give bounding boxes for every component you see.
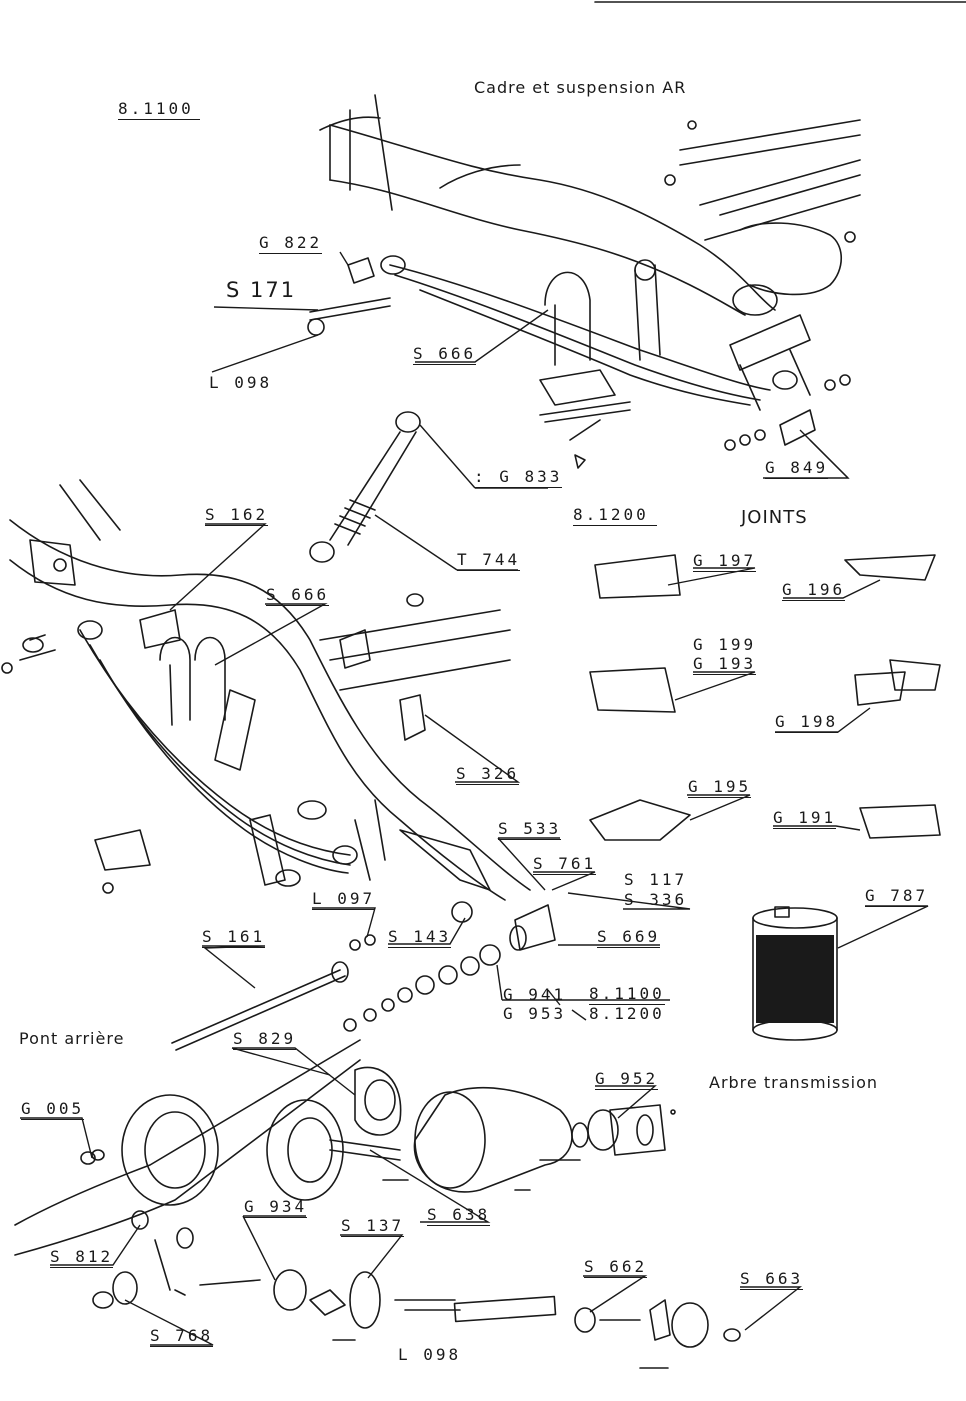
- label-g197: G 197: [693, 551, 757, 572]
- middle-frame: [9, 479, 531, 901]
- label-s761: S 761: [533, 854, 597, 875]
- label-s161: S 161: [202, 927, 266, 948]
- section-ref-b: 8.1200: [589, 1004, 665, 1023]
- label-l097: L 097: [312, 889, 376, 910]
- label-g934: G 934: [244, 1197, 308, 1218]
- label-g199: G 199: [693, 635, 757, 654]
- label-s137: S 137: [341, 1216, 405, 1237]
- label-g952: G 952: [595, 1069, 659, 1090]
- leader-lines: [20, 251, 929, 1346]
- label-s171: S 171: [226, 278, 297, 302]
- shock-absorber: [309, 411, 421, 563]
- title-rear-axle: Pont arrière: [19, 1029, 125, 1048]
- label-g849: G 849: [765, 458, 829, 479]
- section-ref-joints: 8.1200: [573, 506, 657, 526]
- label-s666-top: S 666: [413, 344, 477, 365]
- label-g005: G 005: [21, 1099, 85, 1120]
- label-g195: G 195: [688, 777, 752, 798]
- label-t744: T 744: [457, 550, 521, 571]
- label-s768: S 768: [150, 1326, 214, 1347]
- title-frame-suspension: Cadre et suspension AR: [474, 78, 687, 97]
- label-g833: : G 833: [474, 467, 563, 488]
- driveshaft: [199, 1269, 741, 1369]
- label-g822: G 822: [259, 233, 323, 254]
- label-s143: S 143: [388, 927, 452, 948]
- label-s812: S 812: [50, 1247, 114, 1268]
- label-g787: G 787: [865, 886, 929, 907]
- label-s326: S 326: [456, 764, 520, 785]
- spider-gears: [92, 1210, 194, 1309]
- label-l098-top: L 098: [209, 373, 273, 392]
- axle-housing: [14, 1039, 402, 1256]
- label-s662: S 662: [584, 1257, 648, 1278]
- differential-carrier: [413, 1086, 676, 1193]
- upper-frame: [319, 94, 861, 316]
- label-s666-mid: S 666: [266, 585, 330, 606]
- section-ref-frame: 8.1100: [118, 100, 200, 120]
- label-s533: S 533: [498, 819, 562, 840]
- gaskets: [589, 554, 941, 841]
- sealant-can-label: [756, 935, 834, 1023]
- label-g191: G 191: [773, 808, 837, 829]
- label-g953: G 953: [503, 1004, 567, 1023]
- ring-gear: [266, 1099, 409, 1201]
- title-driveshaft: Arbre transmission: [709, 1073, 879, 1092]
- hub-parts: [343, 901, 556, 1032]
- label-g198: G 198: [775, 712, 839, 733]
- label-s336: S 336: [624, 890, 688, 909]
- label-s829: S 829: [233, 1029, 297, 1050]
- label-s669: S 669: [597, 927, 661, 948]
- label-s638: S 638: [427, 1205, 491, 1226]
- label-g193: G 193: [693, 654, 757, 675]
- label-g196: G 196: [782, 580, 846, 601]
- label-l098-bottom: L 098: [398, 1345, 462, 1364]
- upper-leaf-spring: [307, 255, 851, 469]
- title-joints: JOINTS: [741, 507, 808, 528]
- label-g941: G 941: [503, 985, 567, 1004]
- label-s162: S 162: [205, 505, 269, 526]
- label-s117: S 117: [624, 870, 688, 889]
- sealant-can: [752, 906, 838, 1041]
- axle-shaft: [171, 934, 376, 1051]
- section-ref-a: 8.1100: [589, 984, 665, 1005]
- middle-leaf-spring: [1, 593, 426, 894]
- label-s663: S 663: [740, 1269, 804, 1290]
